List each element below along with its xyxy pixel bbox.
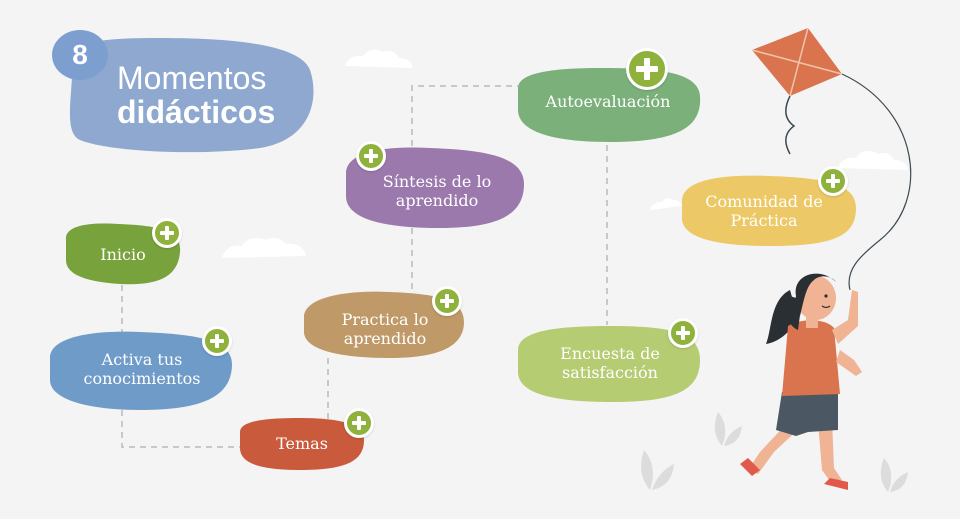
encuesta-blob (518, 326, 700, 402)
temas-blob (240, 418, 364, 470)
expand-inicio-plus-icon[interactable] (152, 218, 182, 248)
node-autoevaluacion-label: Autoevaluación (545, 91, 671, 111)
node-practica-label: Practica lo aprendido (341, 310, 429, 348)
title-line-1: Momentos (117, 60, 267, 96)
comunidad-blob (681, 175, 856, 246)
node-comunidad-label: Comunidad de Práctica (705, 192, 823, 230)
expand-encuesta-plus-icon[interactable] (668, 318, 698, 348)
node-sintesis-label: Síntesis de lo aprendido (382, 172, 492, 210)
connector-lines (121, 85, 608, 448)
node-inicio-label: Inicio (100, 244, 146, 264)
page-title: Momentos didácticos (117, 62, 275, 128)
expand-comunidad-plus-icon[interactable] (818, 166, 848, 196)
title-line-2: didácticos (117, 94, 276, 130)
title-blob (69, 38, 314, 153)
inicio-blob (65, 223, 181, 285)
activa-blob (50, 331, 232, 410)
expand-temas-plus-icon[interactable] (344, 408, 374, 438)
expand-activa-plus-icon[interactable] (202, 326, 232, 356)
girl-illustration (740, 273, 862, 490)
node-encuesta-label: Encuesta de satisfacción (560, 344, 660, 382)
expand-autoevaluacion-plus-icon[interactable] (626, 48, 668, 90)
expand-sintesis-plus-icon[interactable] (356, 141, 386, 171)
node-activa-label: Activa tus conocimientos (83, 350, 201, 388)
practica-blob (303, 291, 464, 358)
expand-practica-plus-icon[interactable] (432, 286, 462, 316)
node-temas-label: Temas (276, 433, 328, 453)
leaf-icon (641, 412, 908, 492)
sintesis-blob (346, 147, 524, 228)
kite-icon (751, 27, 912, 291)
step-count-badge: 8 (52, 30, 108, 80)
cloud-icon (222, 49, 908, 258)
